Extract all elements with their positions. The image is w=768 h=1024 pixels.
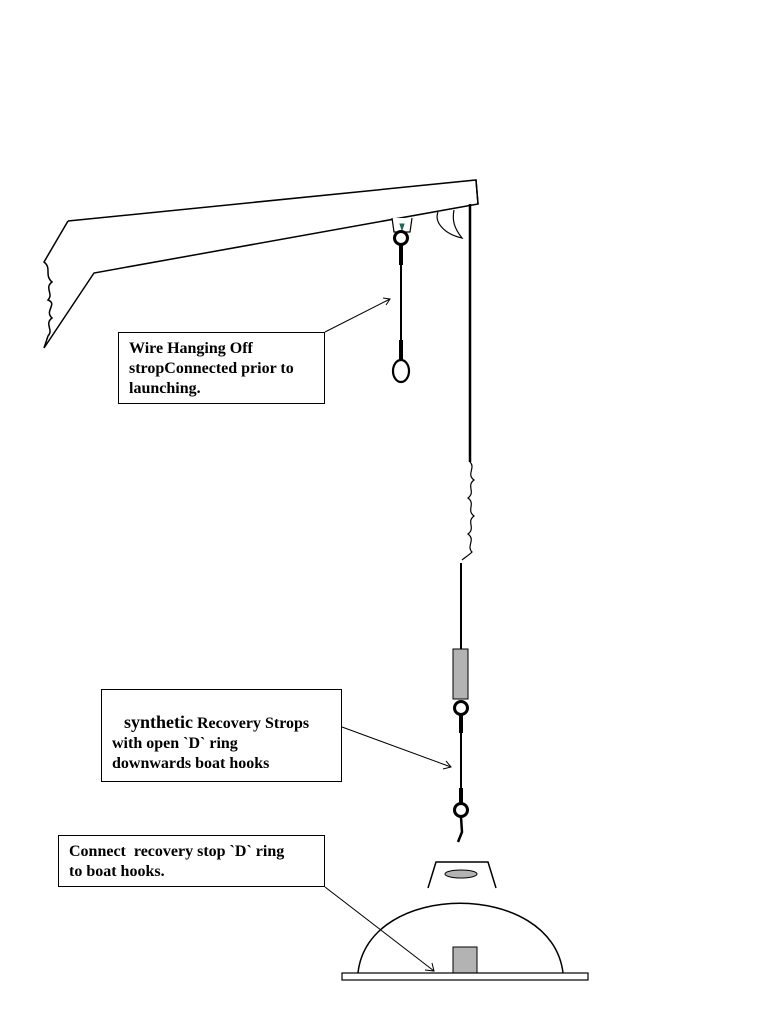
recovery-strop-assembly [452, 648, 469, 843]
callout-connect: Connect recovery stop `D` ring to boat h… [58, 835, 325, 887]
leader-wire [324, 298, 391, 333]
callout-wire-line-2: stropConnected prior to [129, 360, 294, 377]
hook-fitting [391, 217, 413, 233]
release-hook [436, 209, 464, 239]
d-ring-upper [453, 700, 469, 716]
main-fall-wire [460, 204, 475, 650]
strop-sleeve [452, 648, 469, 700]
wire-strop [391, 230, 411, 384]
boat-hook-block [452, 946, 478, 974]
callout-strops-lead-rest: Recovery Strops [197, 715, 310, 732]
callout-wire-hanging: Wire Hanging Off stropConnected prior to… [118, 332, 325, 404]
leader-connect [324, 886, 435, 972]
callout-strops-line-1: synthetic Recovery Strops [112, 712, 331, 734]
callout-recovery-strops: synthetic Recovery Strops with open `D` … [101, 689, 342, 782]
leader-strops [341, 726, 452, 768]
callout-connect-line-2: to boat hooks. [69, 863, 165, 880]
davit-arm [43, 179, 479, 349]
strop-top-ring [393, 230, 409, 246]
leader-lines [324, 297, 452, 972]
callout-wire-line-3: launching. [129, 380, 201, 397]
callout-wire-line-1: Wire Hanging Off [129, 340, 253, 357]
d-ring-lower [453, 802, 469, 818]
callout-strops-lead-word: synthetic [124, 712, 193, 732]
callout-connect-line-1: Connect recovery stop `D` ring [69, 843, 285, 860]
strop-bottom-eye [391, 358, 411, 384]
callout-strops-line-2: with open `D` ring [112, 735, 238, 752]
boat-canopy [357, 902, 564, 974]
boat [341, 861, 589, 981]
boat-deck [341, 972, 589, 981]
callout-strops-line-3: downwards boat hooks [112, 755, 270, 772]
cabin-hatch [444, 869, 478, 879]
